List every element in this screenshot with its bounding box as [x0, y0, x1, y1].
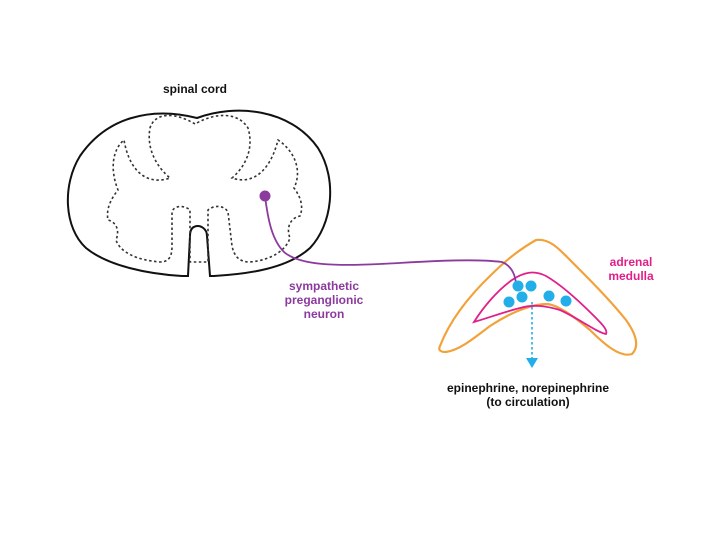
grey-matter-outline: [106, 114, 303, 263]
neuron-label-line: sympathetic: [288, 279, 360, 293]
spinal-cord-label: spinal cord: [162, 82, 227, 96]
chromaffin-cell: [560, 295, 572, 307]
adrenal-label-line: medulla: [608, 269, 654, 283]
adrenal-label-line: adrenal: [609, 255, 653, 269]
adrenal-medulla-label: adrenal medulla: [590, 255, 672, 283]
output-label-line: epinephrine, norepinephrine: [446, 381, 610, 395]
spinal-cord-outline: [66, 109, 332, 277]
adrenal-gland-outline: [438, 238, 638, 356]
neuron-cell-body: [259, 190, 271, 202]
neuron-label-line: preganglionic: [284, 293, 364, 307]
chromaffin-cell: [516, 291, 528, 303]
output-label-line: (to circulation): [486, 395, 570, 409]
neuron-axon: [264, 195, 517, 287]
chromaffin-cell: [525, 280, 537, 292]
chromaffin-cell: [512, 280, 524, 292]
secretion-arrow-head: [526, 358, 538, 368]
output-label: epinephrine, norepinephrine (to circulat…: [408, 381, 648, 409]
chromaffin-cell: [503, 296, 515, 308]
neuron-label: sympathetic preganglionic neuron: [268, 279, 380, 321]
neuron-label-line: neuron: [303, 307, 345, 321]
chromaffin-cell: [543, 290, 555, 302]
